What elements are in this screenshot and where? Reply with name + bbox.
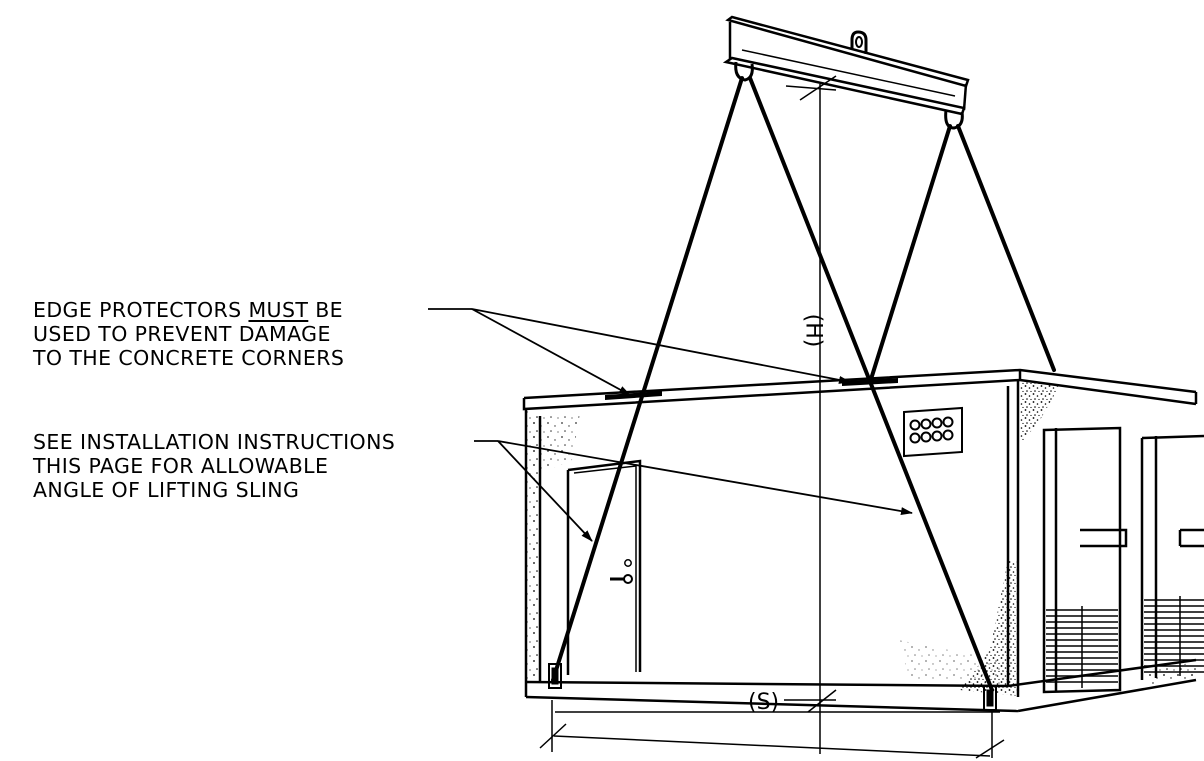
note-edge-protectors: EDGE PROTECTORS MUST BE USED TO PREVENT … — [33, 298, 344, 370]
note-edge-line1-pre: EDGE PROTECTORS — [33, 298, 249, 322]
height-dimension-label: (H) — [800, 313, 826, 348]
leader-lines — [428, 308, 913, 542]
note-edge-line1-post: BE — [308, 298, 344, 322]
dimension-height — [784, 75, 837, 754]
note-install-line2: THIS PAGE FOR ALLOWABLE — [33, 454, 329, 478]
note-install-line1: SEE INSTALLATION INSTRUCTIONS — [33, 430, 396, 454]
concrete-texture — [527, 382, 1196, 696]
note-edge-line3: TO THE CONCRETE CORNERS — [33, 346, 345, 370]
note-edge-emphasis: MUST — [248, 298, 309, 322]
note-edge-line2: USED TO PREVENT DAMAGE — [33, 322, 331, 346]
dimension-span — [539, 700, 1005, 759]
spreader-beam — [722, 15, 970, 130]
door — [566, 459, 642, 675]
note-edge-line1: EDGE PROTECTORS MUST BE — [33, 298, 344, 322]
vent-panel — [903, 406, 963, 458]
lifting-slings — [551, 76, 1056, 692]
note-installation: SEE INSTALLATION INSTRUCTIONS THIS PAGE … — [33, 430, 395, 502]
note-install-line3: ANGLE OF LIFTING SLING — [33, 478, 300, 502]
lifting-lugs — [548, 663, 997, 711]
span-dimension-label: (S) — [748, 690, 780, 715]
ac-unit-1 — [1042, 426, 1128, 694]
concrete-shelter — [522, 368, 1197, 713]
ac-unit-2 — [1140, 392, 1204, 680]
